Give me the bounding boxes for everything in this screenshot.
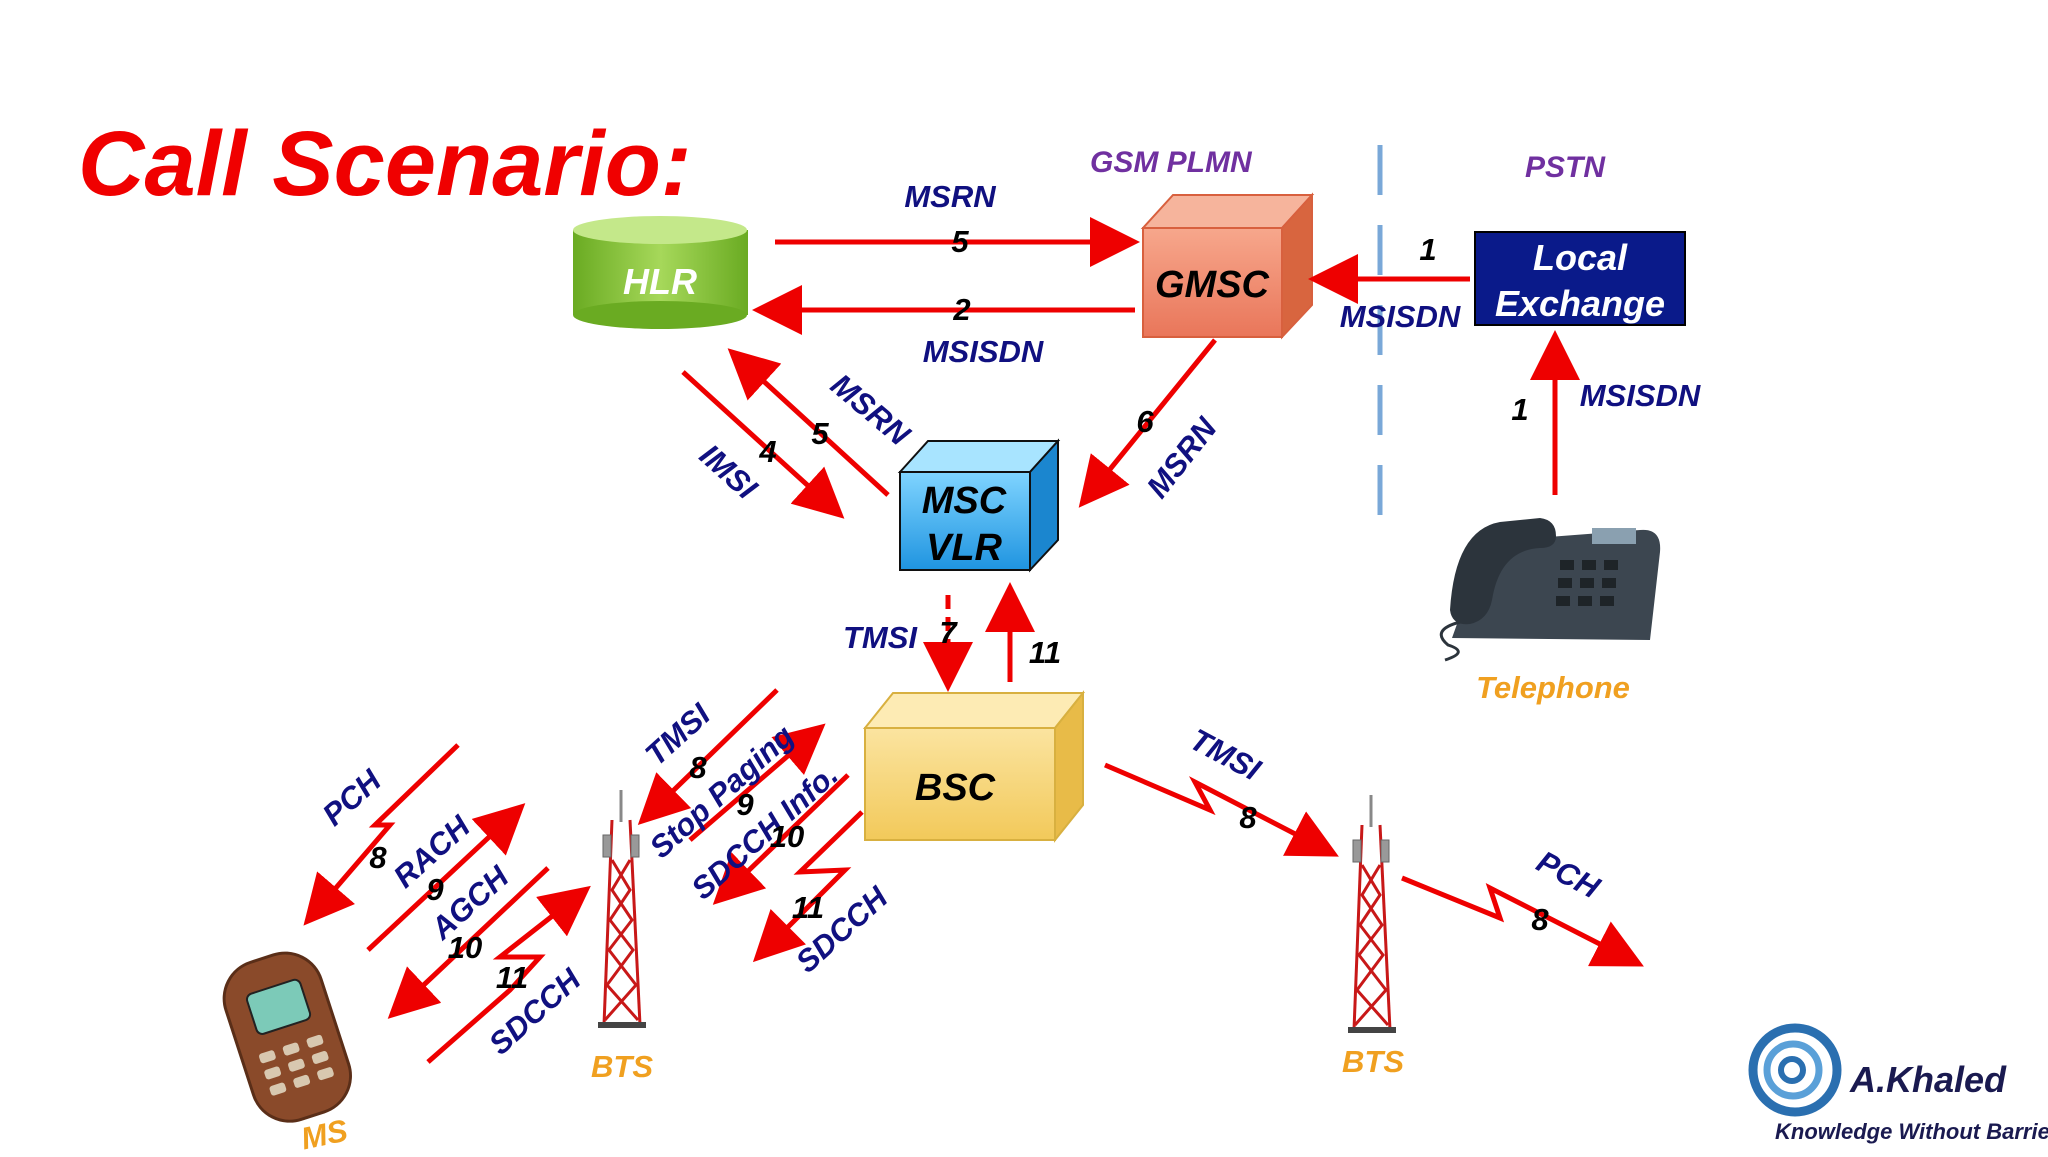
label-num-10-ms: 10 <box>448 930 482 965</box>
label-num-11-left: 11 <box>792 890 824 925</box>
arrow-8-bts-to-ms <box>303 743 460 926</box>
label-msisdn-2: MSISDN <box>923 334 1044 369</box>
label-num-5-top: 5 <box>951 224 969 259</box>
page-title: Call Scenario: <box>78 113 692 215</box>
label-imsi-4: IMSI <box>693 437 765 507</box>
label-num-10-left: 10 <box>770 819 804 854</box>
zone-label-gsm: GSM PLMN <box>1090 146 1253 179</box>
arrow-10-bts-to-ms <box>387 866 550 1019</box>
database-cylinder-icon <box>573 216 748 329</box>
switch-box-icon <box>897 438 1061 573</box>
label-num-11-up: 11 <box>1029 635 1061 670</box>
logo-name: A.Khaled <box>1849 1059 2007 1100</box>
telephone-label: Telephone <box>1476 670 1630 705</box>
label-msrn-5-top: MSRN <box>904 179 996 214</box>
arrow-11-bts-to-bsc <box>752 810 864 963</box>
arrow-8-bsc-to-bts-right <box>1104 762 1339 857</box>
label-num-8-ms: 8 <box>369 840 387 875</box>
gmsc-label: GMSC <box>1155 264 1270 306</box>
label-pch-right: PCH <box>1531 844 1606 906</box>
label-num-1-top: 1 <box>1419 232 1436 267</box>
msc-label: MSC <box>922 480 1007 522</box>
mobile-phone-icon <box>222 951 352 1123</box>
arrow-8-bts-right-to-ms <box>1401 875 1644 967</box>
message-arrows <box>303 217 1644 1064</box>
arrow-9-bts-to-bsc <box>688 723 826 842</box>
switch-box-icon <box>1140 192 1315 340</box>
zone-label-pstn: PSTN <box>1525 151 1606 184</box>
arrow-6-gmsc-to-msc <box>1078 338 1217 508</box>
local-label: Local <box>1533 237 1628 278</box>
label-num-8-far: 8 <box>1531 902 1549 937</box>
label-num-11-ms: 11 <box>496 960 528 995</box>
vlr-label: VLR <box>926 527 1003 569</box>
label-num-8-left: 8 <box>689 750 707 785</box>
arrow-5-msc-to-hlr <box>727 348 890 497</box>
arrow-9-ms-to-bts <box>366 803 526 952</box>
arrow-4-hlr-to-msc <box>681 370 845 519</box>
label-msrn-5-left: MSRN <box>824 367 917 453</box>
label-tmsi-7: TMSI <box>843 620 918 655</box>
label-msisdn-1-top: MSISDN <box>1340 299 1461 334</box>
exchange-label: Exchange <box>1495 283 1665 324</box>
label-num-4: 4 <box>758 434 776 469</box>
logo-tagline: Knowledge Without Barriers <box>1775 1119 2048 1144</box>
label-num-9-left: 9 <box>736 787 754 822</box>
label-tmsi-8-right: TMSI <box>1184 722 1267 788</box>
controller-box-icon <box>862 690 1086 843</box>
bts-right-label: BTS <box>1342 1044 1404 1079</box>
desk-telephone-icon <box>1439 518 1661 662</box>
hlr-label: HLR <box>623 261 697 302</box>
bsc-label: BSC <box>915 767 996 809</box>
label-msisdn-1-right: MSISDN <box>1580 378 1701 413</box>
local-exchange-box <box>1474 231 1686 326</box>
arrow-10-bsc-to-bts <box>712 773 850 905</box>
arrow-8-bsc-to-bts <box>637 688 779 825</box>
label-num-7: 7 <box>939 615 958 650</box>
label-num-5-left: 5 <box>811 416 829 451</box>
label-num-1-right: 1 <box>1511 392 1528 427</box>
cell-tower-icon <box>1348 795 1396 1033</box>
spiral-logo-icon <box>1748 1023 1842 1117</box>
bts-left-label: BTS <box>591 1049 653 1084</box>
cell-tower-icon <box>598 790 646 1028</box>
arrow-11-ms-to-bts <box>426 885 591 1064</box>
label-num-2: 2 <box>952 292 970 327</box>
label-num-9-ms: 9 <box>426 872 444 907</box>
label-num-6: 6 <box>1136 404 1154 439</box>
label-num-8-right: 8 <box>1239 800 1257 835</box>
